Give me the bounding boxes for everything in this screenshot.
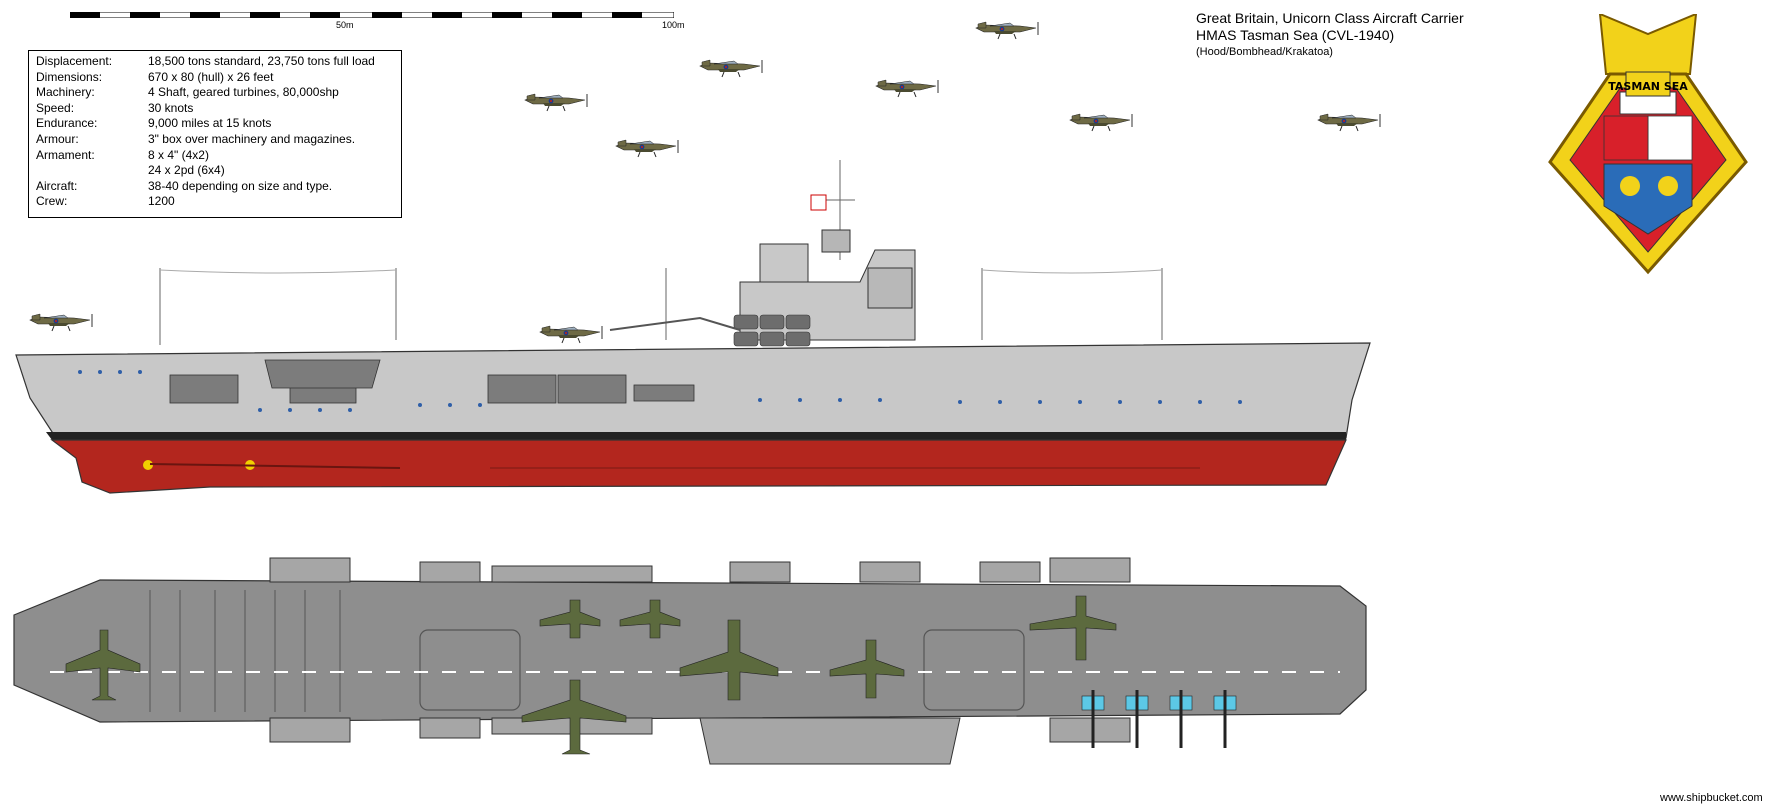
spec-label: Speed: [36, 100, 75, 115]
spec-value: 30 knots [148, 100, 194, 115]
crest-name-label: TASMAN SEA [1608, 80, 1688, 93]
ensign-flag-icon [810, 194, 827, 211]
flight-deck [13, 579, 1367, 723]
ship-plan-view [13, 557, 1367, 765]
forward-lift [923, 629, 1025, 711]
spec-value: 38-40 depending on size and type. [148, 178, 333, 193]
spec-label: Endurance: [36, 116, 98, 131]
island-superstructure [609, 229, 916, 347]
hull-antifouling [50, 439, 1347, 494]
spec-label: Aircraft: [36, 178, 78, 193]
spec-value: 9,000 miles at 15 knots [148, 116, 272, 131]
parked-aircraft [29, 313, 93, 332]
spec-row: Armament: 8 x 4" (4x2) [36, 148, 401, 164]
spec-value: 1200 [148, 194, 175, 209]
spec-label: Armament: [36, 147, 95, 162]
website-credit: www.shipbucket.com [1660, 792, 1763, 804]
scale-label-50m: 50m [336, 20, 354, 30]
aft-lift [419, 629, 521, 711]
scale-bar [70, 12, 674, 18]
header-credits-line: (Hood/Bombhead/Krakatoa) [1196, 46, 1333, 58]
spec-value: 4 Shaft, geared turbines, 80,000shp [148, 85, 339, 100]
flying-aircraft [1317, 113, 1381, 132]
flying-aircraft [524, 93, 588, 112]
spec-value: 24 x 2pd (6x4) [148, 163, 225, 178]
boot-topping [46, 432, 1346, 440]
ship-side-profile [15, 160, 1371, 494]
spec-row: Machinery: 4 Shaft, geared turbines, 80,0… [36, 85, 401, 101]
spec-row: Displacement: 18,500 tons standard, 23,75… [36, 54, 401, 70]
flying-aircraft [699, 59, 763, 78]
spec-label: Crew: [36, 194, 68, 209]
spec-row: Armour: 3" box over machinery and magazin… [36, 132, 401, 148]
spec-value: 670 x 80 (hull) x 26 feet [148, 69, 274, 84]
spec-label: Dimensions: [36, 69, 103, 84]
spec-row: Crew: 1200 [36, 194, 401, 210]
spec-label: Machinery: [36, 85, 95, 100]
spec-value: 18,500 tons standard, 23,750 tons full l… [148, 54, 375, 68]
parked-aircraft [539, 325, 603, 344]
drawing-header: Great Britain, Unicorn Class Aircraft Ca… [1196, 10, 1464, 61]
scale-label-100m: 100m [662, 20, 685, 30]
propeller-icon [143, 460, 153, 470]
spec-label: Armour: [36, 131, 79, 146]
naval-crown-icon [1598, 14, 1698, 75]
spec-row: Endurance: 9,000 miles at 15 knots [36, 116, 401, 132]
flying-aircraft [875, 79, 939, 98]
spec-row: Aircraft: 38-40 depending on size and typ… [36, 179, 401, 195]
spec-value: 3" box over machinery and magazines. [148, 131, 356, 146]
ship-crest-badge: TASMAN SEA [1548, 14, 1748, 275]
spec-row: Dimensions: 670 x 80 (hull) x 26 feet [36, 70, 401, 86]
specifications-table: Displacement: 18,500 tons standard, 23,75… [28, 50, 402, 218]
header-ship-line: HMAS Tasman Sea (CVL-1940) [1196, 27, 1395, 43]
spec-row: 24 x 2pd (6x4) [36, 163, 401, 179]
spec-label: Displacement: [36, 54, 113, 68]
flying-aircraft [1069, 113, 1133, 132]
spec-value: 8 x 4" (4x2) [148, 147, 209, 162]
header-class-line: Great Britain, Unicorn Class Aircraft Ca… [1196, 10, 1464, 26]
spec-row: Speed: 30 knots [36, 101, 401, 117]
deck-aircraft-group [65, 595, 1237, 755]
flying-aircraft [975, 21, 1039, 40]
